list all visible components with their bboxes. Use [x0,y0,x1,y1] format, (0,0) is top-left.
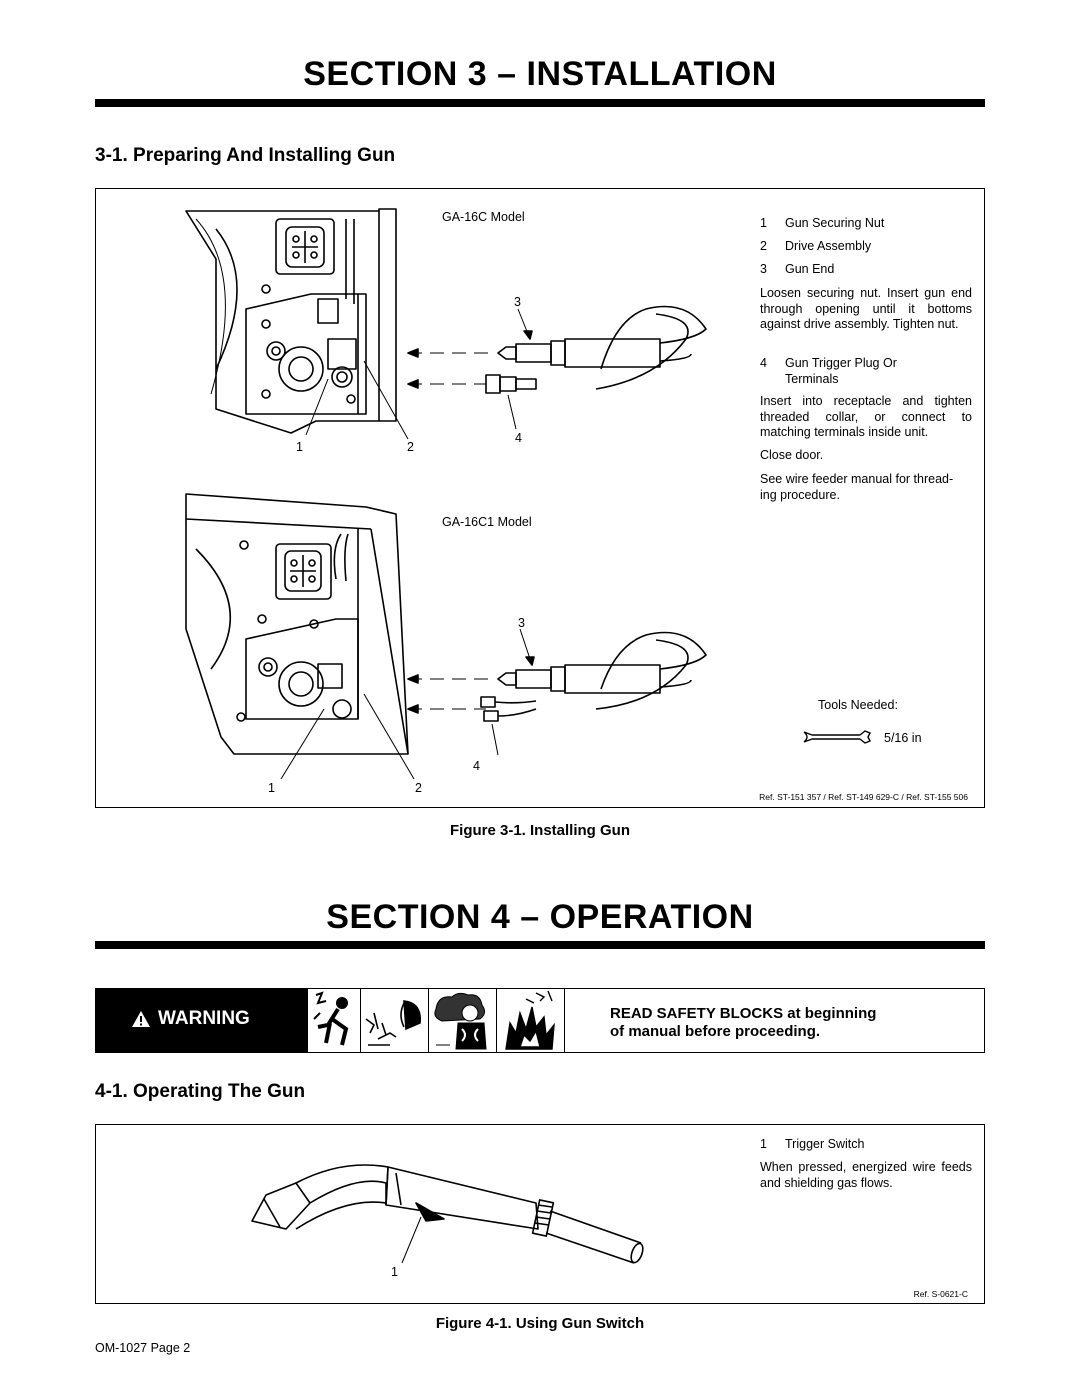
callout-4-top: 4 [515,431,522,445]
callout-1-bottom: 1 [268,781,275,795]
install-instruction-2: Insert into receptacle and tighten threa… [760,394,972,439]
figure-3-1-box: GA-16C Model GA-16C1 Model 3 1 2 4 3 1 2… [95,188,985,808]
figure-3-1-caption: Figure 3-1. Installing Gun [449,822,630,839]
figure-4-1-caption: Figure 4-1. Using Gun Switch [435,1315,645,1332]
warning-label-panel: WARNING [96,989,308,1052]
ga16c-unit-drawing [185,208,397,434]
item-1-trigger-num: 1 [760,1137,767,1151]
callout-3-bottom: 3 [518,616,525,630]
tool-size: 5/16 in [884,731,922,745]
item-3-num: 3 [760,262,767,276]
warning-triangle-icon [132,1011,150,1027]
callout-1-top: 1 [296,440,303,454]
tools-needed-label: Tools Needed: [818,698,898,712]
ga16c-model-label: GA-16C Model [442,210,525,224]
subsection-4-1-title: 4-1. Operating The Gun [95,1081,306,1102]
gun-end-top [485,305,707,394]
item-2-num: 2 [760,239,767,253]
section-4-rule [95,941,985,949]
item-4-num: 4 [760,356,767,370]
gun-end-bottom [480,631,707,722]
wrench-icon [803,730,871,744]
install-instruction-3: Close door. [760,448,824,462]
install-instruction-1: Loosen securing nut. Insert gun end thro… [760,286,972,331]
item-4-label: Gun Trigger Plug Or Terminals [785,356,897,386]
electric-shock-icon [308,989,361,1052]
warning-text-line-2: of manual before proceeding. [610,1023,821,1040]
ga16c1-unit-drawing [185,493,409,755]
page-footer: OM-1027 Page 2 [95,1341,191,1355]
item-3-label: Gun End [785,262,835,276]
figure-4-1-ref: Ref. S-0621-C [913,1289,968,1299]
ga16c1-model-label: GA-16C1 Model [442,515,532,529]
callout-2-top: 2 [407,440,414,454]
callout-3-top: 3 [514,295,521,309]
operation-instruction: When pressed, energized wire feeds and s… [760,1160,972,1190]
callout-1-trigger: 1 [391,1265,398,1279]
callout-4-bottom: 4 [473,759,480,773]
figure-4-1-box: 1 1 Trigger Switch When pressed, energiz… [95,1124,985,1304]
callout-2-bottom: 2 [415,781,422,795]
warning-label: WARNING [158,1008,250,1029]
item-2-label: Drive Assembly [785,239,872,253]
fire-icon [496,989,565,1052]
section-3-title: SECTION 3 – INSTALLATION [303,55,777,93]
item-1-num: 1 [760,216,767,230]
item-1-trigger-label: Trigger Switch [785,1137,865,1151]
item-1-label: Gun Securing Nut [785,216,885,230]
install-instruction-4: See wire feeder manual for thread- ing p… [760,472,954,502]
section-4-title: SECTION 4 – OPERATION [326,898,754,936]
warning-block: WARNING [95,988,985,1053]
installation-drawing [185,208,707,780]
figure-3-1-ref: Ref. ST-151 357 / Ref. ST-149 629-C / Re… [759,792,968,802]
warning-text: READ SAFETY BLOCKS at beginning of manua… [610,1005,876,1041]
gun-drawing [251,1164,644,1264]
arc-rays-icon [360,989,429,1052]
subsection-3-1-title: 3-1. Preparing And Installing Gun [95,145,396,166]
warning-text-line-1: READ SAFETY BLOCKS at beginning [610,1005,877,1022]
fumes-icon [428,989,497,1052]
section-3-rule [95,99,985,107]
